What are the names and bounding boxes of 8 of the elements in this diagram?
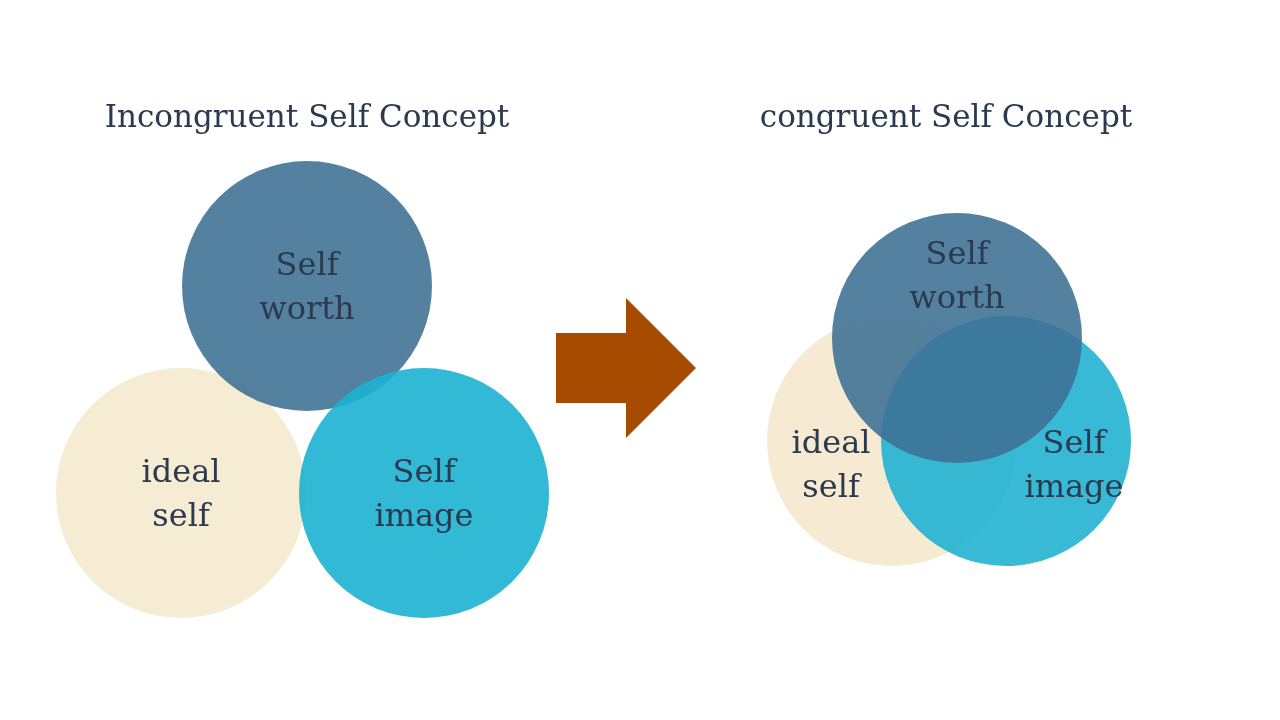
circle-label: Self image	[373, 451, 475, 536]
diagram-heading: Incongruent Self Concept	[104, 98, 510, 134]
circle-label: Self worth	[908, 233, 1006, 318]
circle-label: ideal self	[790, 422, 872, 507]
circle-label: Self image	[1023, 422, 1125, 507]
circle-label: Self worth	[258, 244, 356, 329]
circle-label: ideal self	[140, 451, 222, 536]
diagram-heading: congruent Self Concept	[759, 98, 1133, 134]
